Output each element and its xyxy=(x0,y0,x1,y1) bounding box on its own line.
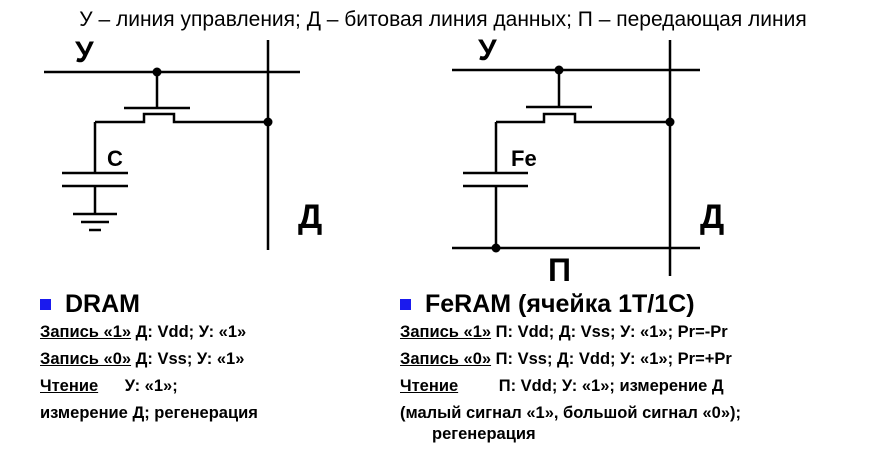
feram-title-row: FeRAM (ячейка 1T/1C) xyxy=(400,290,695,319)
feram-title: FeRAM (ячейка 1T/1C) xyxy=(425,290,695,318)
bullet-icon xyxy=(400,299,411,310)
legend-header: У – линия управления; Д – битовая линия … xyxy=(79,8,807,31)
dram-label-data: Д xyxy=(298,198,322,236)
feram-write1-row: Запись «1» П: Vdd; Д: Vss; У: «1»; Pr=-P… xyxy=(400,323,728,342)
dram-title-row: DRAM xyxy=(40,290,140,319)
dram-write0-rest: Д: Vss; У: «1» xyxy=(135,350,245,368)
dram-write0-row: Запись «0» Д: Vss; У: «1» xyxy=(40,350,244,369)
feram-label-data: Д xyxy=(700,198,724,236)
dram-title: DRAM xyxy=(65,290,140,318)
feram-read-rest: П: Vdd; У: «1»; измерение Д xyxy=(498,377,724,395)
feram-label-capacitor: Fe xyxy=(511,146,537,171)
dram-read-rest: У: «1»; xyxy=(124,377,178,395)
feram-circuit xyxy=(452,40,700,276)
dram-read-row: Чтение У: «1»; xyxy=(40,377,178,396)
dram-write0-op: Запись «0» xyxy=(40,350,132,368)
dram-write1-op: Запись «1» xyxy=(40,323,132,341)
dram-label-capacitor: C xyxy=(107,146,123,171)
feram-write0-row: Запись «0» П: Vss; Д: Vdd; У: «1»; Pr=+P… xyxy=(400,350,732,369)
dram-junction-dot xyxy=(152,67,162,77)
dram-transistor-channel xyxy=(95,112,268,124)
feram-read-regeneration: регенерация xyxy=(432,425,536,443)
dram-write1-row: Запись «1» Д: Vdd; У: «1» xyxy=(40,323,246,342)
dram-label-control: У xyxy=(75,36,94,69)
feram-read-continuation: (малый сигнал «1», большой сигнал «0»); xyxy=(400,404,742,422)
feram-transistor-channel xyxy=(496,112,670,124)
dram-read-op: Чтение xyxy=(40,377,99,395)
feram-write0-rest: П: Vss; Д: Vdd; У: «1»; Pr=+Pr xyxy=(495,350,732,368)
dram-read-continuation: измерение Д; регенерация xyxy=(40,404,258,422)
feram-label-plate: П xyxy=(548,252,571,288)
dram-circuit xyxy=(44,40,300,250)
feram-read-op: Чтение xyxy=(400,377,459,395)
feram-junction-dot xyxy=(665,117,675,127)
bullet-icon xyxy=(40,299,51,310)
dram-junction-dot xyxy=(263,117,273,127)
feram-read-row: Чтение П: Vdd; У: «1»; измерение Д xyxy=(400,377,724,396)
feram-write0-op: Запись «0» xyxy=(400,350,492,368)
feram-junction-dot xyxy=(554,65,564,75)
dram-write1-rest: Д: Vdd; У: «1» xyxy=(135,323,247,341)
feram-junction-dot xyxy=(491,243,501,253)
feram-label-control: У xyxy=(478,34,497,67)
feram-write1-rest: П: Vdd; Д: Vss; У: «1»; Pr=-Pr xyxy=(495,323,728,341)
feram-write1-op: Запись «1» xyxy=(400,323,492,341)
